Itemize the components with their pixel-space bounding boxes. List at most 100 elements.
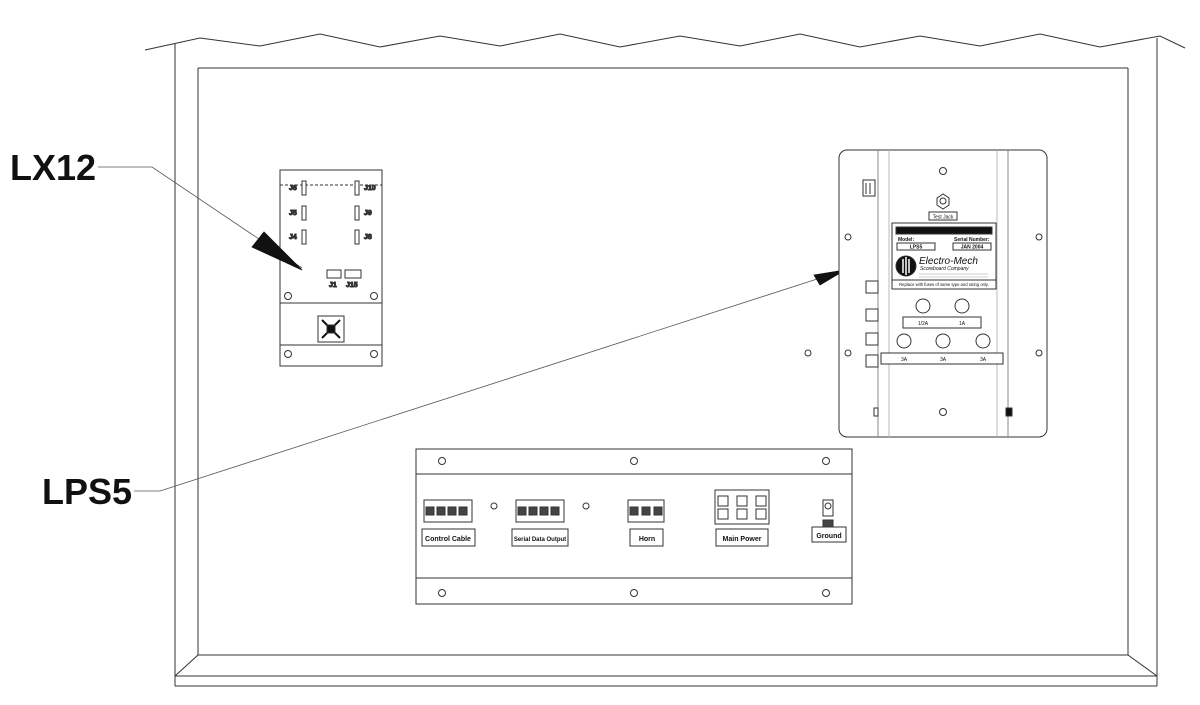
horn-label-box — [629, 528, 664, 547]
lx12-screw-icon — [284, 292, 292, 300]
main-power-label: Main Power — [723, 536, 762, 543]
lps5-corner-clip — [873, 407, 879, 417]
terminal-screw-icon — [528, 506, 538, 516]
brand-subtitle: Scoreboard Company — [920, 266, 969, 272]
terminal-screw-icon — [436, 506, 446, 516]
fuse-rating-label: 3A — [901, 357, 908, 363]
terminal-screw-icon — [447, 506, 457, 516]
main-power-label-box — [715, 528, 769, 547]
ground-label-box — [811, 526, 847, 543]
test-jack-label-box — [928, 211, 958, 221]
terminal-screw-icon — [550, 506, 560, 516]
fuse-holder-icon — [915, 298, 931, 314]
label-j4: J4 — [289, 234, 297, 241]
fuse-holder-icon — [954, 298, 970, 314]
label-j1: J1 — [329, 282, 337, 289]
fuse-rating-strip-bottom — [880, 352, 1004, 365]
terminal-screw-icon — [755, 495, 767, 507]
lx12-header-j4 — [301, 229, 307, 245]
terminal-screw-icon — [629, 506, 639, 516]
lx12-leader-line — [98, 166, 303, 269]
lx12-connector-center — [326, 324, 336, 334]
ground-lug-hole-icon — [824, 502, 832, 510]
panel-hole-icon — [582, 502, 590, 510]
lps5-mount-screw-icon — [804, 349, 812, 357]
lx12-header-j6 — [301, 180, 307, 196]
lx12-header-j15 — [344, 269, 362, 279]
lps5-side-terminal — [865, 332, 879, 346]
lps5-screw-icon — [939, 408, 947, 416]
terminal-screw-icon — [641, 506, 651, 516]
model-value-box — [896, 242, 936, 251]
enclosure-corner-right — [1127, 654, 1158, 677]
model-label: Model: — [898, 237, 914, 243]
model-value: LPS5 — [910, 245, 923, 251]
fuse-rating-label: 1A — [959, 321, 966, 327]
terminal-screw-icon — [736, 508, 748, 520]
terminal-screw-icon — [539, 506, 549, 516]
horn-label: Horn — [639, 536, 655, 543]
ground-label: Ground — [816, 533, 841, 540]
lps5-mount-screw-icon — [844, 233, 852, 241]
fuse-notice: Replace with fuses of same type and rati… — [899, 282, 989, 287]
fuse-holder-icon — [975, 333, 991, 349]
label-j10: J10 — [364, 185, 376, 192]
serial-data-label-box — [511, 528, 569, 547]
serial-value: JAN 2004 — [961, 245, 984, 251]
terminal-screw-icon — [736, 495, 748, 507]
lps5-callout-label: LPS5 — [42, 471, 133, 512]
terminal-screw-icon — [653, 506, 663, 516]
lx12-header-j9 — [354, 205, 360, 221]
fuse-holder-icon — [935, 333, 951, 349]
test-jack-label: Test Jack — [933, 215, 954, 221]
control-cable-label: Control Cable — [425, 536, 471, 543]
serial-value-box — [952, 242, 992, 251]
callout-leaders — [98, 166, 846, 492]
lx12-header-j5 — [301, 205, 307, 221]
lps5-side-terminal — [865, 280, 879, 294]
terminal-screw-icon — [717, 495, 729, 507]
lps5-mount-screw-icon — [844, 349, 852, 357]
control-cable-label-box — [421, 528, 476, 547]
panel-screw-icon — [438, 589, 446, 597]
lps5-arrowhead-icon — [813, 269, 846, 286]
lps5-side-terminal — [865, 308, 879, 322]
fuse-rating-label: 1/2A — [918, 321, 929, 327]
panel-screw-icon — [438, 457, 446, 465]
lx12-header-j1 — [326, 269, 342, 279]
enclosure-jagged-top — [144, 33, 1186, 51]
enclosure-outline — [144, 33, 1186, 687]
terminal-screw-icon — [458, 506, 468, 516]
label-j15: J15 — [346, 282, 358, 289]
lps5-screw-icon — [939, 167, 947, 175]
lx12-callout-label: LX12 — [10, 147, 97, 188]
lx12-board: J6 J10 J5 J9 J4 J8 J1 J15 — [279, 169, 383, 367]
panel-screw-icon — [822, 457, 830, 465]
lx12-screw-icon — [370, 292, 378, 300]
lps5-leader-line — [134, 269, 846, 492]
terminal-screw-icon — [517, 506, 527, 516]
label-j6: J6 — [289, 185, 297, 192]
nameplate-header-bar — [895, 226, 993, 235]
lps5-side-connector — [862, 179, 876, 197]
label-j8: J8 — [364, 234, 372, 241]
fuse-rating-strip-top — [902, 316, 982, 329]
lps5-side-terminal — [865, 354, 879, 368]
enclosure-corner-left — [174, 654, 199, 677]
test-jack-hole-icon — [939, 197, 947, 205]
lps5-power-supply: Test Jack Model: LPS5 Serial Number: JAN… — [804, 149, 1048, 438]
serial-data-output-label: Serial Data Output — [514, 537, 566, 543]
terminal-screw-icon — [717, 508, 729, 520]
lx12-arrowhead-icon — [251, 231, 303, 271]
fuse-rating-label: 3A — [980, 357, 987, 363]
terminal-screw-icon — [425, 506, 435, 516]
lps5-corner-connector — [1005, 407, 1013, 417]
fuse-holder-icon — [896, 333, 912, 349]
terminal-screw-icon — [755, 508, 767, 520]
lps5-outer-plate — [838, 149, 1048, 438]
lx12-header-j10 — [354, 180, 360, 196]
terminal-panel-outline — [415, 448, 853, 605]
brand-name: Electro-Mech — [919, 256, 978, 267]
label-j5: J5 — [289, 210, 297, 217]
